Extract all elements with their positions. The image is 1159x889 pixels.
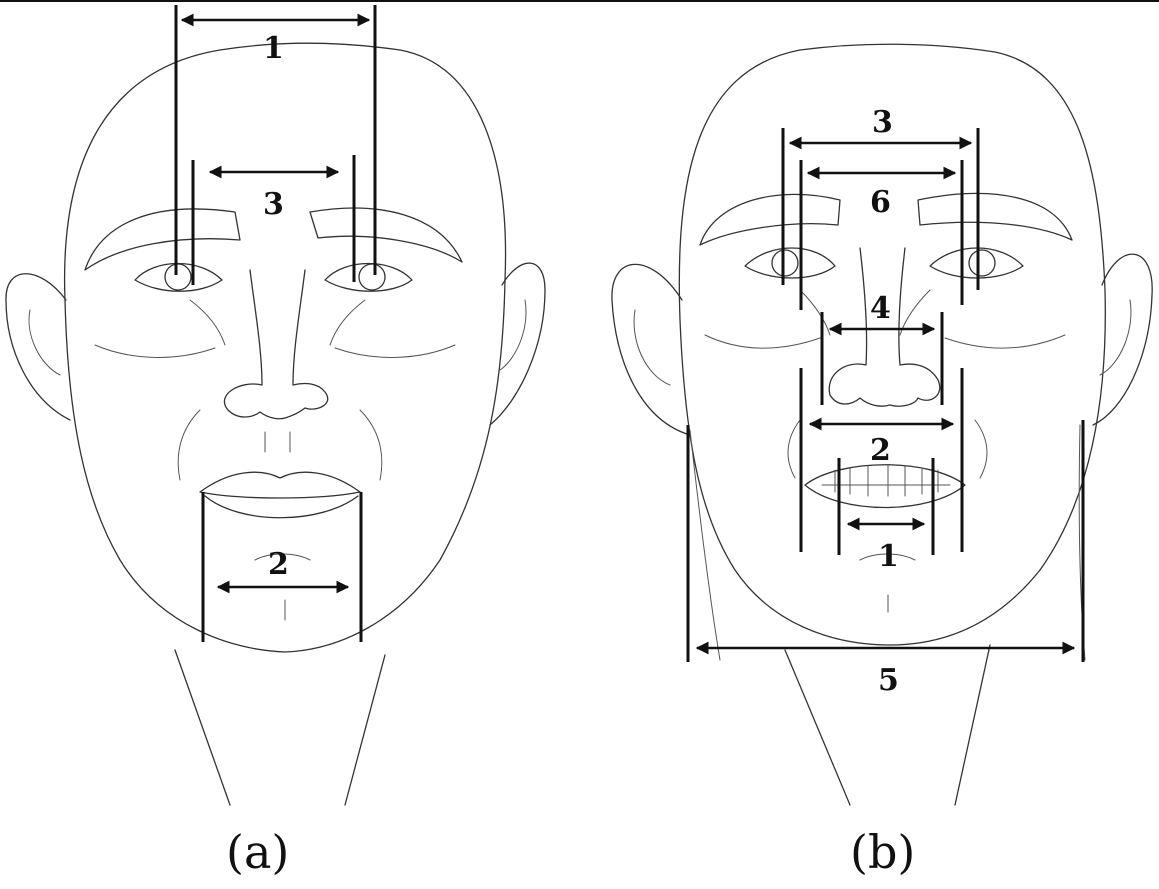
panel-b-measure-1-label: 1 [878,539,899,574]
panel-a-left-eyebrow [84,208,241,271]
panel-a-neck [174,649,386,806]
panel-a-head-outline [63,42,507,653]
panel-b-measure-5-label: 5 [878,663,899,698]
panel-b-measure-4-label: 4 [870,291,891,326]
panel-b-left-eyebrow [699,193,841,246]
panel-a-right-eye [324,262,413,292]
panel-b-right-ear [1092,253,1153,426]
panel-b-left-ear [611,263,691,436]
panel-b-neck [784,644,991,806]
panel-b-head-outline [678,43,1106,646]
panel-a-right-ear [489,262,546,426]
panel-a-lips [199,471,361,519]
panel-b-right-eyebrow [917,192,1073,241]
panel-a-right-eyebrow [309,207,463,263]
panel-b-nose [828,247,941,407]
panel-a-left-ear [5,273,71,421]
panel-b-mouth [804,464,966,509]
panel-b-measure-2-label: 2 [870,433,891,468]
panel-a: 1 3 2 (a) [5,5,546,879]
panel-b-measure-3-label: 3 [872,105,893,140]
panel-b: 3 6 4 2 1 5 (b) [611,43,1153,879]
panel-a-nose [223,269,329,420]
panel-b-right-eye [929,247,1024,279]
panel-b-measure-6-label: 6 [870,185,891,220]
panel-a-left-eye [134,262,223,292]
panel-b-caption: (b) [850,825,915,879]
panel-b-left-eye [744,247,836,279]
panel-a-measure-3-label: 3 [263,187,284,222]
panel-a-measure-2-label: 2 [268,547,289,582]
panel-a-caption: (a) [226,825,289,879]
panel-a-measure-1-label: 1 [263,31,284,66]
